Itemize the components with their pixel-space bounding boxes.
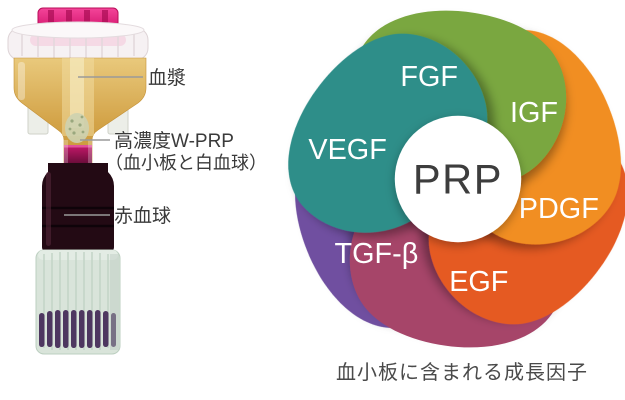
diagram-caption: 血小板に含まれる成長因子	[336, 362, 588, 384]
center-label: PRP	[413, 155, 503, 202]
callouts	[64, 76, 143, 216]
petal-label-igf: IGF	[510, 97, 558, 129]
plasma-label: 血漿	[148, 67, 186, 89]
center-disc	[394, 115, 522, 243]
rbc-tube	[42, 163, 114, 252]
petal-label-pdgf: PDGF	[519, 193, 599, 225]
petal-label-egf: EGF	[449, 266, 508, 298]
petal-label-vegf: VEGF	[308, 134, 386, 166]
base-purple-ribs	[39, 310, 116, 348]
petal-label-tgfb: TGF-β	[335, 238, 419, 270]
petal-label-fgf: FGF	[400, 61, 458, 93]
wprp-layer	[64, 140, 92, 166]
rbc-label: 赤血球	[114, 205, 171, 227]
wprp-label-line2: （血小板と白血球）	[105, 153, 267, 173]
wprp-label-line1: 高濃度W-PRP	[114, 130, 234, 152]
device-base	[35, 249, 121, 355]
device-illustration: 血漿 高濃度W-PRP （血小板と白血球） 赤血球	[7, 7, 267, 355]
prp-pinwheel-diagram: FGF IGF PDGF EGF TGF-β VEGF PRP	[282, 3, 625, 355]
device-lid	[7, 21, 149, 61]
buffy-coat	[65, 113, 89, 143]
